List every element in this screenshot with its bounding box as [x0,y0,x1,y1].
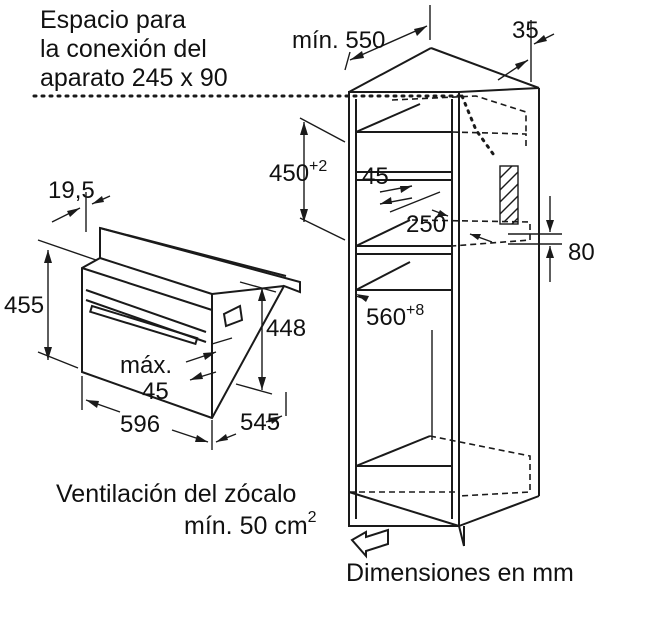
max-label: máx. [120,352,172,379]
niche-bottom-depth [355,219,411,247]
oven-outline [81,226,301,420]
connection-space-line-3: aparato 245 x 90 [40,64,228,92]
dim-80-label: 80 [568,239,595,266]
dim-455-label: 455 [4,292,44,319]
cabinet-top-back-edge [430,47,540,89]
dim-max-45: máx. 45 [120,337,233,405]
connection-space-dotted-drop [460,94,498,160]
hidden-upper-shelf [451,131,527,148]
dim-80: 80 [508,196,595,282]
dim-45-max-label: 45 [142,378,169,405]
units-note: Dimensiones en mm [346,559,574,587]
oven-front-top [81,267,213,311]
bottom-shelf-depth [355,435,431,467]
dim-596-label: 596 [120,411,160,438]
back-ventilation-cutout [499,165,519,225]
dim-19-5: 19,5 [48,177,111,232]
oven-side-top [211,285,285,295]
dim-545-label: 545 [240,409,280,436]
ventilation-note: Ventilación del zócalo mín. 50 cm2 [56,480,389,559]
dim-450: 450+2 [269,117,346,241]
dim-min-550: mín. 550 [292,5,431,71]
plinth-left [348,491,460,527]
dim-450-label: 450+2 [269,158,327,187]
dim-35-label: 35 [512,17,539,44]
dim-596: 596 [81,376,213,450]
dim-545: 545 [215,392,287,443]
connection-space-note: Espacio para la conexión del aparato 245… [32,6,498,160]
ventilation-line-2: mín. 50 cm2 [184,509,317,540]
dim-min-550-label: mín. 550 [292,27,385,54]
cabinet-top-left-edge [348,47,432,93]
cabinet [348,47,540,547]
dim-448-label: 448 [266,315,306,342]
cabinet-top-right-edge [458,87,540,93]
lower-shelf-depth [355,261,411,291]
dim-448: 448 [235,281,306,395]
dim-19-5-label: 19,5 [48,177,95,204]
dim-45-top: 45 [362,163,441,213]
hidden-top-back [391,95,527,134]
dim-250: 250 [406,209,493,243]
dim-560: 560+8 [355,294,433,440]
connection-space-line-1: Espacio para [40,6,186,34]
oven-vent [222,304,244,328]
cabinet-front-frame [348,91,460,527]
cabinet-bottom-right-edge [458,495,540,527]
oven-door-top [85,289,207,333]
oven [81,226,301,420]
airflow-arrow-icon [350,528,389,559]
dim-45-top-label: 45 [362,163,389,190]
oven-handle [88,304,199,346]
oven-top-front [99,257,213,295]
hidden-bottom-shelf [429,435,531,497]
dim-455: 455 [4,239,97,369]
hidden-niche-bottom [411,219,531,247]
ventilation-line-1: Ventilación del zócalo [56,480,296,508]
dim-35: 35 [497,17,555,82]
connection-space-line-2: la conexión del [40,35,207,63]
dim-560-label: 560+8 [366,302,424,331]
oven-top-back [99,227,287,277]
upper-shelf-depth [355,103,421,133]
